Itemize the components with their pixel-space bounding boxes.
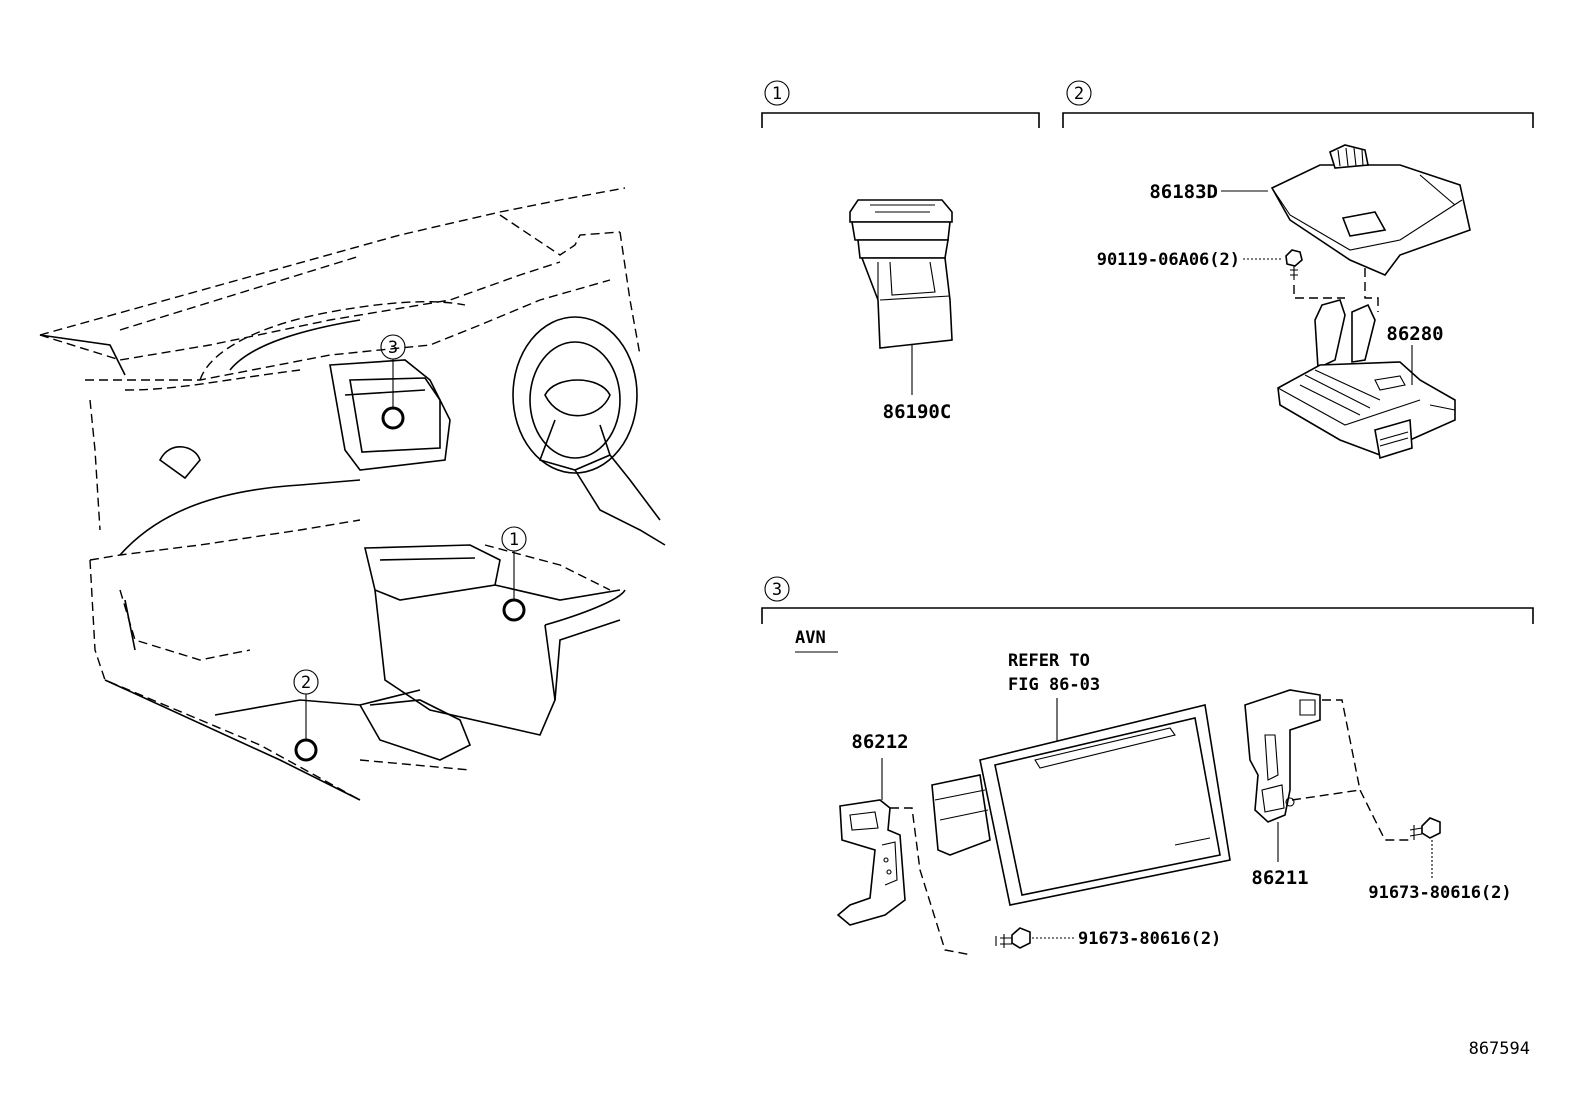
bracket-86211: 86211	[1244, 689, 1410, 889]
screw-91673-right: 91673-80616(2)	[1368, 817, 1512, 903]
figure-number: 867594	[1469, 1039, 1530, 1059]
bracket-86212: 86212	[836, 731, 973, 956]
label-86190c: 86190C	[883, 401, 952, 423]
label-86183d: 86183D	[1149, 181, 1218, 203]
label-90119: 90119-06A06(2)	[1097, 250, 1240, 270]
locator-2-mark	[294, 738, 318, 762]
section-3-index: 3	[772, 580, 782, 600]
locator-2-label: 2	[301, 673, 311, 693]
section-2: 2 86183D 90119-06A06(2)	[1062, 80, 1534, 460]
switch-86190c: 86190C	[849, 199, 953, 423]
screw-90119: 90119-06A06(2)	[1097, 249, 1379, 312]
section-1-index: 1	[772, 84, 782, 104]
label-91673-left: 91673-80616(2)	[1078, 929, 1221, 949]
section-1: 1 86190C	[761, 80, 1040, 423]
section-2-index: 2	[1074, 84, 1084, 104]
section-3: 3 AVN REFER TO FIG 86-03 86212	[761, 576, 1534, 956]
label-91673-right: 91673-80616(2)	[1368, 883, 1511, 903]
refer-line-2: FIG 86-03	[1008, 675, 1100, 695]
label-86212: 86212	[851, 731, 908, 753]
label-86280: 86280	[1386, 323, 1443, 345]
dashboard-overview: 3 1 2	[39, 187, 666, 801]
locator-1-label: 1	[509, 530, 519, 550]
label-86211: 86211	[1251, 867, 1308, 889]
screw-91673-left: 91673-80616(2)	[995, 927, 1221, 949]
module-86280: 86280	[1277, 299, 1456, 460]
refer-line-1: REFER TO	[1008, 651, 1090, 671]
locator-2: 2	[293, 669, 319, 762]
display-unit	[931, 704, 1231, 906]
cover-86183d: 86183D	[1149, 144, 1471, 276]
locator-1-mark	[502, 598, 526, 622]
locator-3: 3	[380, 334, 406, 430]
locator-1: 1	[501, 526, 527, 622]
locator-3-label: 3	[388, 338, 398, 358]
locator-3-mark	[381, 406, 405, 430]
variant-avn: AVN	[795, 628, 826, 648]
